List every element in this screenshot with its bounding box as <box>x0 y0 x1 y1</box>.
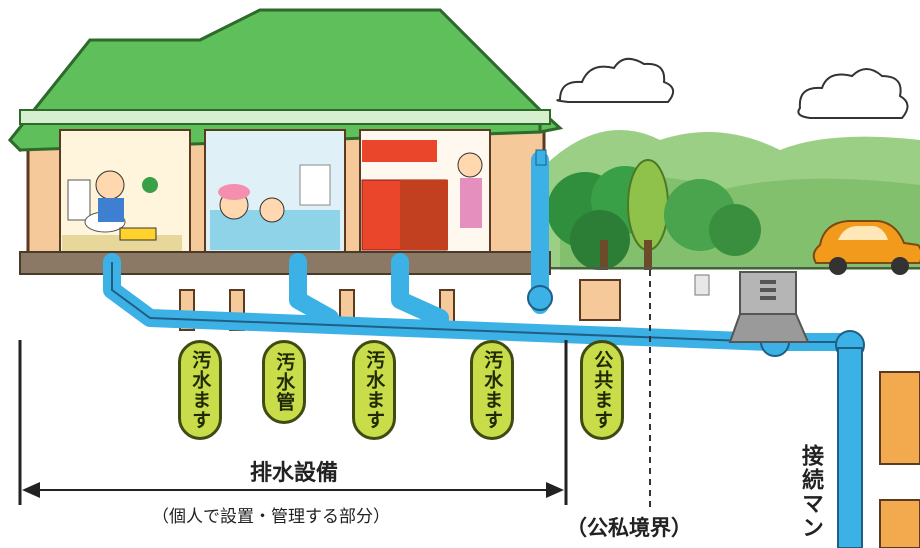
arrow-right-icon <box>546 482 564 498</box>
sewer-main-pipe <box>837 347 863 548</box>
connection-manhole-label: 接続マン <box>798 444 823 540</box>
pill-sewage-basin-3: 汚水ます <box>470 340 514 440</box>
pipe-joint <box>527 285 553 311</box>
house-floor <box>19 251 551 275</box>
downspout <box>535 149 547 166</box>
pill-sewage-basin-1: 汚水ます <box>178 340 222 440</box>
boundary-label: （公私境界） <box>566 516 692 540</box>
pill-public-basin: 公共ます <box>580 340 624 440</box>
tree <box>664 179 761 256</box>
post <box>694 274 710 296</box>
manhole <box>728 271 810 343</box>
building <box>879 499 920 548</box>
car-icon <box>812 220 920 275</box>
facility-range-bracket <box>18 340 568 505</box>
cloud-icon <box>797 68 909 119</box>
cloud-icon <box>556 57 675 103</box>
kitchen-room <box>359 129 491 253</box>
pill-sewage-pipe: 汚水管 <box>262 340 306 424</box>
pill-sewage-basin-2: 汚水ます <box>352 340 396 440</box>
arrow-left-icon <box>22 482 40 498</box>
facility-subtitle: （個人で設置・管理する部分） <box>152 507 390 527</box>
roof-eave <box>19 109 551 125</box>
building <box>879 371 920 465</box>
facility-title: 排水設備 <box>250 461 339 486</box>
toilet-room <box>59 129 191 253</box>
bath-room <box>204 129 346 253</box>
